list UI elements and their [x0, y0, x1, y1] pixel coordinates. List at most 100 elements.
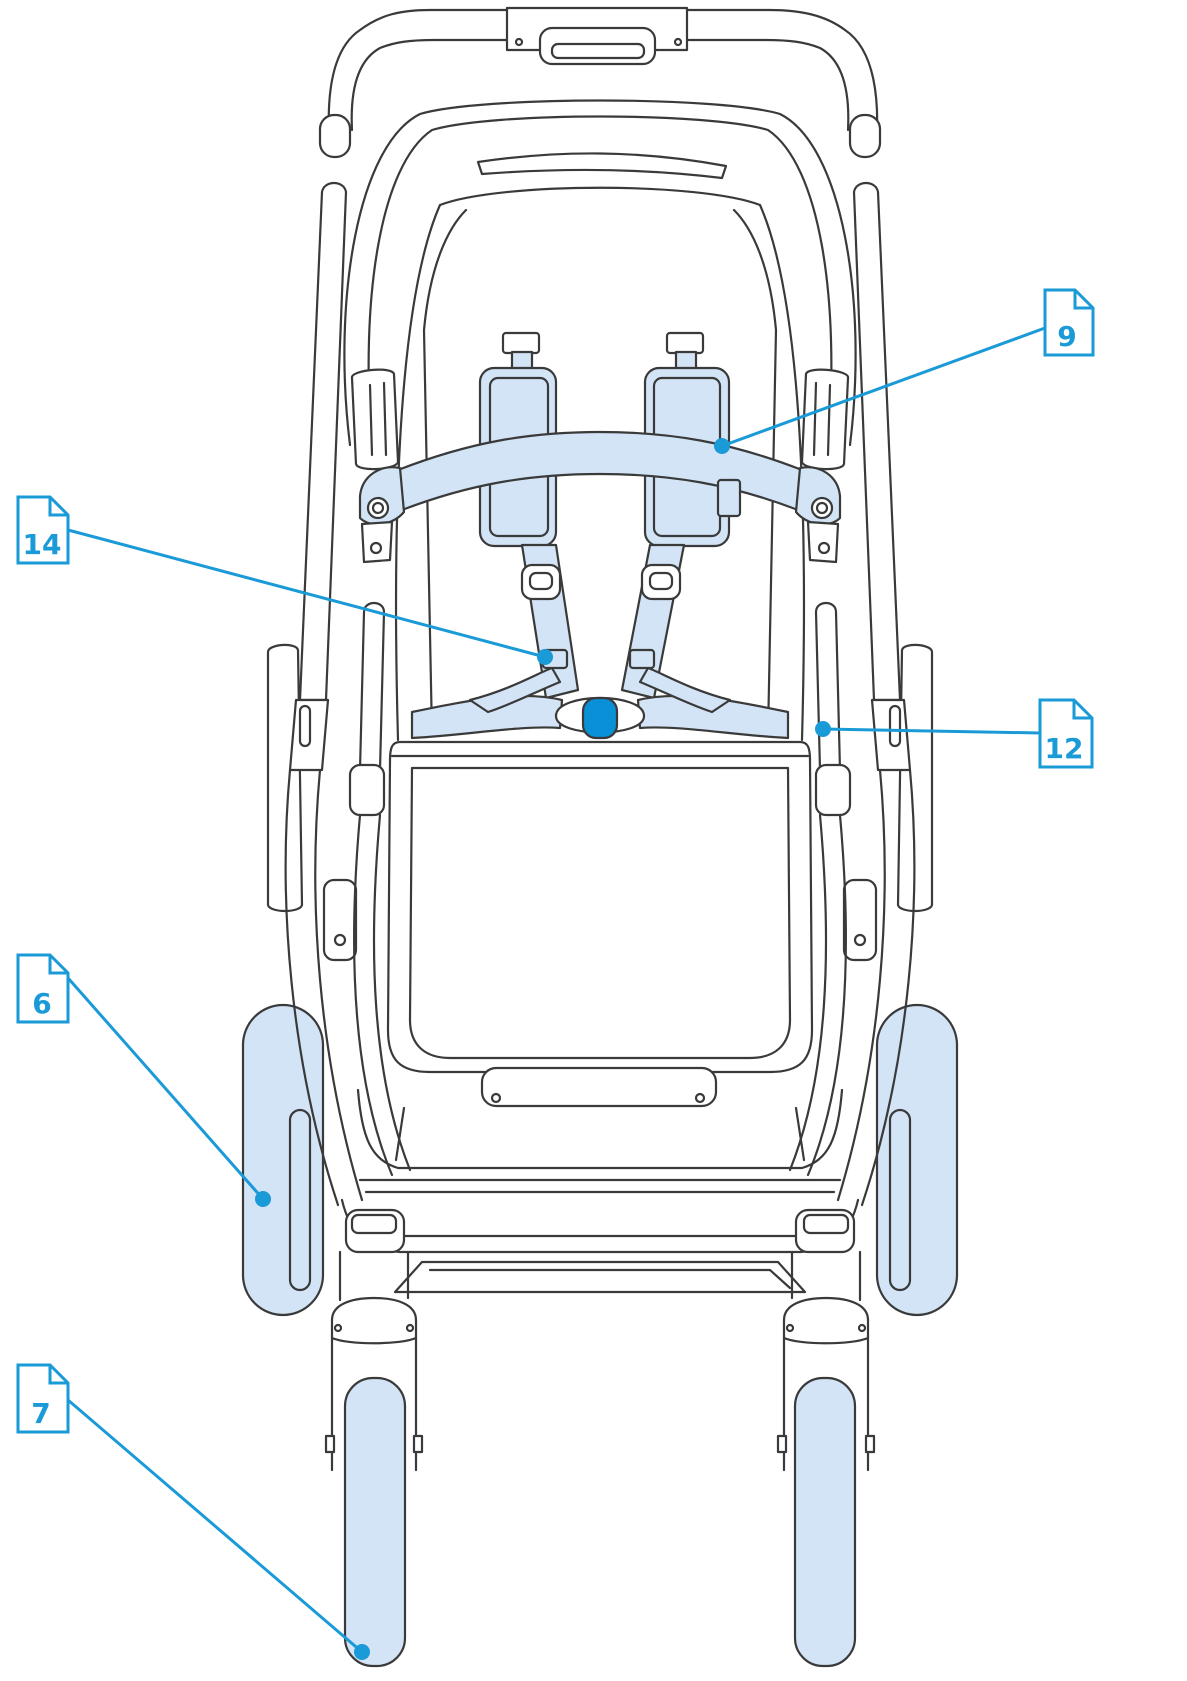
callout-box-fold: [1072, 700, 1092, 720]
callout-box-fold: [1073, 290, 1093, 310]
bumper-bar-tab: [716, 478, 742, 518]
stroller-line-art: [241, 6, 959, 1668]
front-fork-left-pin-b: [405, 1323, 415, 1333]
callout-box: [1043, 288, 1095, 357]
front-fork-right-pin-b: [785, 1323, 795, 1333]
callout-dot: [255, 1191, 271, 1207]
strap-adjuster-left: [520, 563, 562, 601]
side-panel-left: [266, 643, 304, 913]
front-post-left: [338, 1250, 410, 1302]
adapter-left-pin: [333, 933, 347, 947]
axle-block-right: [794, 1208, 856, 1254]
seat-tube-right: [814, 601, 842, 772]
strap-adjuster-right-inner: [648, 571, 674, 591]
chassis-base: [340, 1088, 860, 1294]
grip-screw-right: [673, 37, 683, 47]
canopy-hinge-right-detail: [812, 381, 832, 457]
lower-leg-left-outer: [284, 768, 340, 1207]
bottom-tray: [393, 1260, 807, 1294]
harness: [410, 331, 790, 740]
callout-14: 14: [16, 495, 553, 665]
axle-block-left: [344, 1208, 406, 1254]
callout-label: 7: [31, 1397, 50, 1430]
basket-outline: [356, 1088, 844, 1170]
bumper-knob-right: [810, 496, 834, 520]
strap-loop-right: [628, 648, 656, 670]
side-panels: [266, 643, 934, 913]
cross-strap-right: [638, 666, 732, 714]
bumper-knob-left: [366, 496, 390, 520]
frame: [284, 181, 916, 1207]
callout-leader-line: [66, 977, 265, 1200]
front-axle-left-a: [324, 1434, 336, 1454]
front-wheels: [324, 1250, 876, 1668]
base-frame: [340, 1198, 860, 1254]
grip-screw-left: [514, 37, 524, 47]
cross-strap-left: [468, 666, 562, 714]
bumper-bar-band: [396, 430, 804, 512]
callout-6: 6: [16, 953, 271, 1207]
rear-wheel-right-hub: [888, 1108, 912, 1292]
shoulder-tab-left: [501, 331, 541, 355]
canopy-brim: [476, 152, 728, 180]
adapter-left: [322, 878, 358, 962]
seat-back-outline: [394, 186, 806, 742]
seat-joint-right: [814, 763, 852, 817]
callout-box-fold: [48, 955, 68, 975]
bumper-knob-left-center: [371, 501, 385, 515]
callout-12: 12: [815, 698, 1094, 769]
lower-leg-left-inner: [314, 768, 364, 1202]
footmuff-inner: [408, 766, 792, 1060]
lower-leg-right-inner: [836, 768, 886, 1202]
callout-box-fold: [48, 497, 68, 517]
callout-7: 7: [16, 1363, 370, 1660]
strap-adjuster-left-inner: [528, 571, 554, 591]
callout-dot: [815, 721, 831, 737]
footrest-screw-left: [490, 1092, 502, 1104]
front-wheel-left: [343, 1376, 407, 1668]
adapter-right: [842, 878, 878, 962]
basket-sides: [394, 1106, 806, 1162]
callout-label: 12: [1045, 732, 1084, 765]
seat-lower-tube-right: [788, 813, 848, 1177]
seat-lower-tube-left: [352, 813, 412, 1177]
side-panel-right: [896, 643, 934, 913]
upper-tube-left: [298, 181, 348, 702]
callout-leader-line: [721, 326, 1046, 448]
shoulder-tab-right: [665, 331, 705, 355]
fold-button-inner: [550, 42, 646, 60]
seat-back-edge-left: [422, 208, 468, 737]
axle-block-left-inner: [350, 1213, 398, 1235]
waist-belt-right: [636, 694, 790, 740]
rear-wheel-left: [241, 1003, 325, 1317]
front-wheel-right: [793, 1376, 857, 1668]
handlebar-cap-left: [318, 113, 352, 159]
callout-dot: [537, 649, 553, 665]
bumper-knob-right-center: [815, 501, 829, 515]
callout-9: 9: [714, 288, 1095, 454]
waist-belt-left: [410, 694, 564, 740]
harness-buckle-button: [581, 696, 619, 740]
fold-joint-left-slot: [298, 704, 312, 748]
seat-footmuff: [386, 740, 814, 1108]
handlebar: [318, 6, 882, 159]
callout-leader-line: [67, 1398, 363, 1654]
callout-leader-line: [67, 528, 546, 659]
footrest-screw-right: [694, 1092, 706, 1104]
handlebar-cap-right: [848, 113, 882, 159]
rear-wheel-left-hub: [288, 1108, 312, 1292]
callout-label: 14: [23, 528, 62, 561]
upper-tube-right: [852, 181, 902, 702]
lower-leg-right-outer: [860, 768, 916, 1207]
canopy-inner: [367, 115, 833, 447]
rear-wheels: [241, 1003, 959, 1317]
front-fork-left-pin-a: [333, 1323, 343, 1333]
fold-button: [538, 26, 657, 66]
canopy: [343, 99, 857, 742]
seat-tube-left: [358, 601, 386, 772]
canopy-hinge-right: [800, 368, 850, 471]
footrest: [480, 1066, 718, 1108]
bumper-bracket-right-pin: [817, 541, 831, 555]
adapter-right-pin: [853, 933, 867, 947]
